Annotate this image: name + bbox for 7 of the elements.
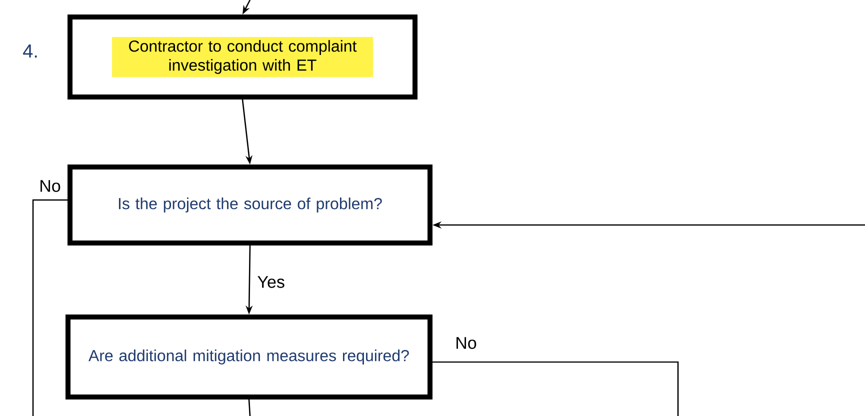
edge-label: Yes xyxy=(256,275,286,289)
step-number: 4. xyxy=(23,44,37,58)
process-box: Are additional mitigation measures required? xyxy=(66,314,432,400)
edge-label: No xyxy=(38,179,62,193)
process-box: Contractor to conduct complaint investigation with ET xyxy=(68,14,418,100)
edge-label: No xyxy=(454,336,478,350)
process-box: Is the project the source of problem? xyxy=(68,164,432,246)
